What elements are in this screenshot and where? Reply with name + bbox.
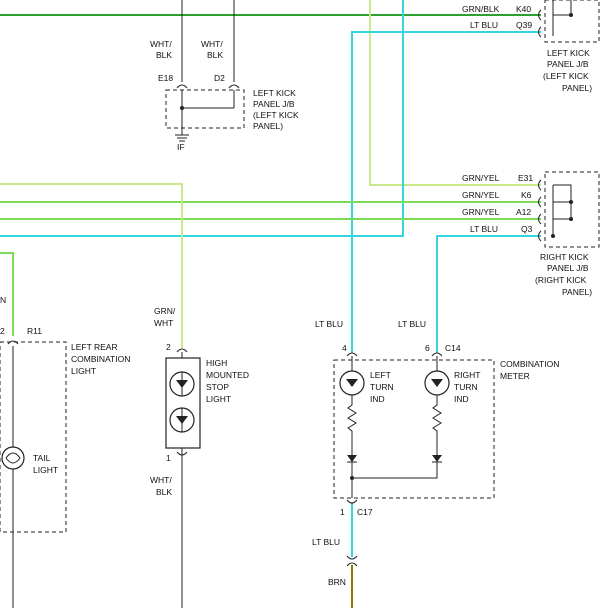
label-c17: C17 xyxy=(357,507,373,517)
wire-lt-blu-top xyxy=(0,0,404,237)
wire-lt-blu-q3 xyxy=(436,235,541,353)
label-k40: K40 xyxy=(516,4,531,14)
label-lt-blu-q3: LT BLU xyxy=(470,224,498,234)
right-kick-line-4: PANEL) xyxy=(562,287,592,297)
stop-light-line-1: HIGH xyxy=(206,358,227,368)
right-kick-line-1: RIGHT KICK xyxy=(540,252,589,262)
right-kick-line-2: PANEL J/B xyxy=(547,263,589,273)
label-a12: A12 xyxy=(516,207,531,217)
label-lt-blu-q39: LT BLU xyxy=(470,20,498,30)
label-grn-yel-e31: GRN/YEL xyxy=(462,173,500,183)
label-q3: Q3 xyxy=(521,224,533,234)
label-lt-blu-right: LT BLU xyxy=(398,319,426,329)
left-rear-combination-light: N 2 R11 LEFT REAR COMBINATION LIGHT TAIL… xyxy=(0,295,130,533)
wire-grn-yel-e31 xyxy=(369,0,541,186)
combination-meter-line-1: COMBINATION xyxy=(500,359,559,369)
left-kick-line-4: PANEL) xyxy=(253,121,283,131)
wire-green-left xyxy=(0,252,14,336)
label-k6: K6 xyxy=(521,190,532,200)
left-kick-line-3: (LEFT KICK xyxy=(253,110,299,120)
label-e31: E31 xyxy=(518,173,533,183)
label-e18: E18 xyxy=(158,73,173,83)
label-c14: C14 xyxy=(445,343,461,353)
left-turn-line-2: TURN xyxy=(370,382,394,392)
label-grn-wht-2: WHT xyxy=(154,318,173,328)
right-turn-line-3: IND xyxy=(454,394,469,404)
left-kick-panel-jb: E18 D2 WHT/ BLK WHT/ BLK IF LEFT KICK PA… xyxy=(150,39,299,152)
label-pin1-stop: 1 xyxy=(166,453,171,463)
label-q39: Q39 xyxy=(516,20,532,30)
right-kick-line-3: (RIGHT KICK xyxy=(535,275,587,285)
combination-light-line-3: LIGHT xyxy=(71,366,96,376)
ground-label: IF xyxy=(177,142,185,152)
right-kick-panel-jb: GRN/YEL E31 GRN/YEL K6 GRN/YEL A12 LT BL… xyxy=(462,171,600,297)
label-pin2-stop: 2 xyxy=(166,342,171,352)
right-turn-line-1: RIGHT xyxy=(454,370,480,380)
left-kick-text: LEFT KICK PANEL J/B (LEFT KICK PANEL) xyxy=(253,88,299,131)
label-lt-blu-bottom: LT BLU xyxy=(312,537,340,547)
label-pin6: 6 xyxy=(425,343,430,353)
tail-light-line-1: TAIL xyxy=(33,453,51,463)
label-n: N xyxy=(0,295,6,305)
label-grn-yel-a12: GRN/YEL xyxy=(462,207,500,217)
label-wht-blk-1: WHT/ xyxy=(150,39,172,49)
label-wht-blk-2b: BLK xyxy=(207,50,223,60)
right-turn-line-2: TURN xyxy=(454,382,478,392)
label-pin4: 4 xyxy=(342,343,347,353)
label-grn-yel-k6: GRN/YEL xyxy=(462,190,500,200)
right-top-kick-panel: GRN/BLK K40 LT BLU Q39 LEFT KICK PANEL J… xyxy=(462,0,600,93)
right-top-kick-line-4: PANEL) xyxy=(562,83,592,93)
stop-light-line-2: MOUNTED xyxy=(206,370,249,380)
combination-light-line-2: COMBINATION xyxy=(71,354,130,364)
label-wht-blk-3b: BLK xyxy=(156,487,172,497)
label-wht-blk-1b: BLK xyxy=(156,50,172,60)
label-lt-blu-left: LT BLU xyxy=(315,319,343,329)
right-top-kick-line-2: PANEL J/B xyxy=(547,59,589,69)
left-kick-line-1: LEFT KICK xyxy=(253,88,296,98)
label-brn: BRN xyxy=(328,577,346,587)
label-grn-blk-k40: GRN/BLK xyxy=(462,4,500,14)
wires xyxy=(0,0,541,608)
label-pin2-r11: 2 xyxy=(0,326,5,336)
wire-grn-wht xyxy=(0,183,183,348)
combination-light-line-1: LEFT REAR xyxy=(71,342,118,352)
high-mounted-stop-light: GRN/ WHT 2 1 WHT/ BLK HIGH MOUNTED STOP … xyxy=(150,306,249,497)
bottom-splice: LT BLU BRN xyxy=(312,537,358,587)
label-r11: R11 xyxy=(27,326,42,336)
combination-meter: LT BLU LT BLU 4 6 C14 LEFT TURN IND RIGH… xyxy=(315,319,559,517)
wire-lt-blu-q39 xyxy=(351,31,541,353)
tail-light-line-2: LIGHT xyxy=(33,465,58,475)
combination-meter-line-2: METER xyxy=(500,371,530,381)
stop-light-line-4: LIGHT xyxy=(206,394,231,404)
right-top-kick-line-3: (LEFT KICK xyxy=(543,71,589,81)
right-top-kick-line-1: LEFT KICK xyxy=(547,48,590,58)
label-d2: D2 xyxy=(214,73,225,83)
label-wht-blk-3: WHT/ xyxy=(150,475,172,485)
label-grn-wht-1: GRN/ xyxy=(154,306,176,316)
left-turn-line-3: IND xyxy=(370,394,385,404)
left-kick-line-2: PANEL J/B xyxy=(253,99,295,109)
label-wht-blk-2: WHT/ xyxy=(201,39,223,49)
label-pin1-meter: 1 xyxy=(340,507,345,517)
left-turn-line-1: LEFT xyxy=(370,370,391,380)
stop-light-line-3: STOP xyxy=(206,382,229,392)
